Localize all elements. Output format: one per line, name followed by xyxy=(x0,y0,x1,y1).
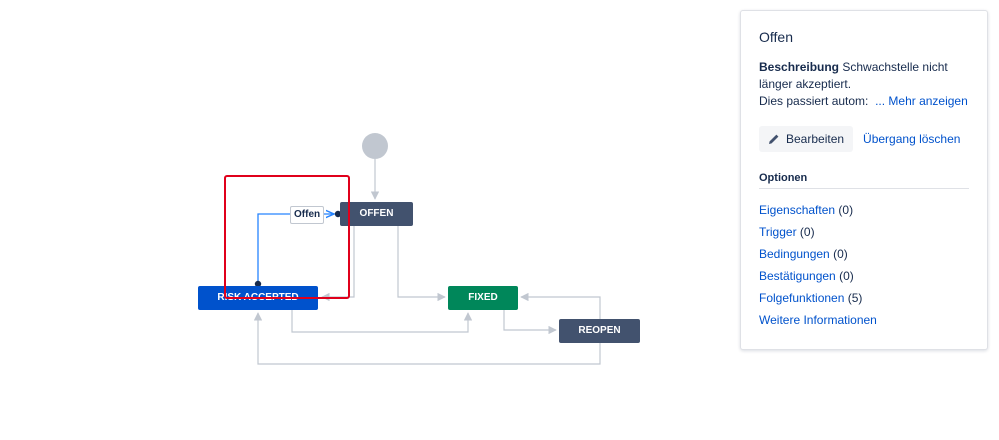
option-item: Bedingungen (0) xyxy=(759,243,969,265)
status-risk-accepted[interactable]: RISK ACCEPTED xyxy=(198,286,318,310)
status-offen[interactable]: OFFEN xyxy=(340,202,413,226)
description-label: Beschreibung xyxy=(759,60,840,74)
edit-button[interactable]: Bearbeiten xyxy=(759,126,854,152)
status-reopen[interactable]: REOPEN xyxy=(559,319,640,343)
option-count: (5) xyxy=(847,291,863,305)
option-count: (0) xyxy=(839,269,854,283)
option-item: Eigenschaften (0) xyxy=(759,199,969,221)
show-more-link[interactable]: ... Mehr anzeigen xyxy=(875,94,968,108)
options-list: Eigenschaften (0) Trigger (0) Bedingunge… xyxy=(759,199,969,309)
options-header: Optionen xyxy=(759,172,969,189)
description: Beschreibung Schwachstelle nicht länger … xyxy=(759,59,969,110)
transition-details-panel: Offen Beschreibung Schwachstelle nicht l… xyxy=(740,10,988,350)
transition-reopen-to-risk-accepted[interactable] xyxy=(253,312,601,365)
transition-handle-end[interactable] xyxy=(334,210,342,218)
option-item: Folgefunktionen (5) xyxy=(759,287,969,309)
transition-reopen-to-fixed[interactable] xyxy=(520,292,601,319)
option-validators-link[interactable]: Bestätigungen xyxy=(759,269,836,283)
option-triggers-link[interactable]: Trigger xyxy=(759,225,797,239)
description-text: Schwachstelle nicht länger akzeptiert. xyxy=(759,60,948,91)
option-properties-link[interactable]: Eigenschaften xyxy=(759,203,836,217)
panel-title: Offen xyxy=(759,29,793,45)
pencil-icon xyxy=(769,134,779,144)
option-count: (0) xyxy=(833,247,848,261)
description-truncated: Dies passiert autom: xyxy=(759,94,869,108)
transition-label-offen[interactable]: Offen xyxy=(290,206,325,224)
option-count: (0) xyxy=(799,225,815,239)
edit-button-label: Bearbeiten xyxy=(786,132,845,146)
option-conditions-link[interactable]: Bedingungen xyxy=(759,247,830,261)
transition-offen-to-fixed[interactable] xyxy=(397,226,446,302)
option-count: (0) xyxy=(838,203,854,217)
delete-transition-link[interactable]: Übergang löschen xyxy=(863,132,961,146)
start-node xyxy=(362,133,388,159)
transition-handle-start[interactable] xyxy=(254,280,262,288)
transition-fixed-to-reopen[interactable] xyxy=(503,310,557,335)
option-item: Bestätigungen (0) xyxy=(759,265,969,287)
option-post-functions-link[interactable]: Folgefunktionen xyxy=(759,291,845,305)
transition-offen-to-risk-accepted[interactable] xyxy=(321,226,355,302)
transition-lines xyxy=(253,159,601,365)
status-fixed[interactable]: FIXED xyxy=(448,286,518,310)
selected-transition-offen[interactable] xyxy=(257,214,334,284)
more-info-link[interactable]: Weitere Informationen xyxy=(759,313,877,327)
transition-risk-accepted-to-fixed[interactable] xyxy=(291,310,473,333)
option-item: Trigger (0) xyxy=(759,221,969,243)
action-row: Bearbeiten Übergang löschen xyxy=(759,126,969,152)
